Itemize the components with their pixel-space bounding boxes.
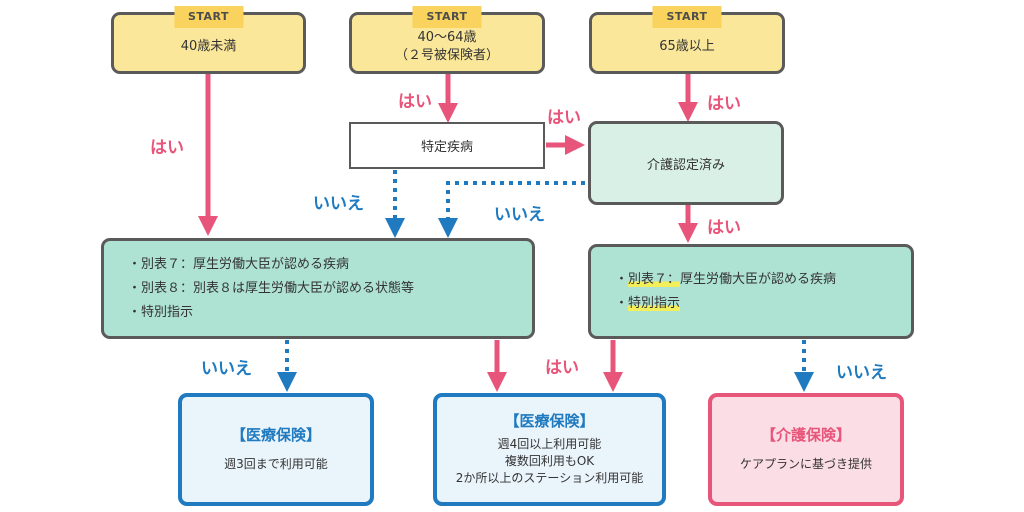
start-tag: START — [412, 6, 482, 28]
medical-insurance-box-b: 【医療保険】 週4回以上利用可能 複数回利用もOK 2か所以上のステーション利用… — [433, 393, 666, 506]
highlight-mark: 特別指示 — [628, 295, 681, 311]
outcome-line: 2か所以上のステーション利用可能 — [455, 470, 644, 485]
yes-label: はい — [545, 358, 579, 378]
over65-label: 65歳以上 — [659, 39, 715, 54]
outcome-line: 複数回利用もOK — [504, 453, 595, 468]
criteria-right-item: ・別表７：厚生労働大臣が認める疾病 — [615, 271, 837, 287]
age40to64-line1: 40～64歳 — [417, 30, 477, 45]
start-tag: START — [173, 6, 244, 28]
start-tag: START — [652, 6, 722, 28]
outcome-line: 週4回以上利用可能 — [497, 436, 602, 451]
age40to64-line2: （２号被保険者） — [394, 48, 499, 63]
care-insurance-title: 【介護保険】 — [760, 425, 851, 444]
medical-insurance-box-a: 【医療保険】 週3回まで利用可能 — [178, 393, 374, 506]
start-40to64-box: START 40～64歳 （２号被保険者） — [349, 6, 545, 74]
specific-disease-box: 特定疾病 — [349, 122, 545, 169]
care-certified-label: 介護認定済み — [646, 157, 725, 173]
yes-label: はい — [707, 218, 741, 238]
arrow-care-no — [438, 181, 585, 238]
criteria-left-item: ・特別指示 — [128, 304, 194, 320]
criteria-left-box: ・別表７：厚生労働大臣が認める疾病 ・別表８：別表８は厚生労働大臣が認める状態等… — [101, 238, 535, 339]
yes-label: はい — [150, 138, 184, 158]
care-insurance-box: 【介護保険】 ケアプランに基づき提供 — [708, 393, 904, 506]
no-label: いいえ — [836, 363, 887, 383]
start-over65-box: START 65歳以上 — [589, 6, 785, 74]
medical-insurance-title: 【医療保険】 — [504, 411, 595, 430]
criteria-right-item: ・特別指示 — [615, 295, 681, 311]
yes-label: はい — [707, 94, 741, 114]
outcome-line: ケアプランに基づき提供 — [739, 456, 872, 471]
criteria-left-item: ・別表８：別表８は厚生労働大臣が認める状態等 — [128, 280, 415, 296]
no-label: いいえ — [313, 194, 364, 214]
no-label: いいえ — [494, 205, 545, 225]
criteria-right-box: ・別表７：厚生労働大臣が認める疾病 ・特別指示 — [588, 244, 914, 339]
no-label: いいえ — [201, 359, 252, 379]
yes-label: はい — [547, 108, 581, 128]
highlight-mark: 別表７： — [628, 271, 681, 287]
criteria-left-item: ・別表７：厚生労働大臣が認める疾病 — [128, 256, 350, 272]
medical-insurance-title: 【医療保険】 — [230, 425, 321, 444]
care-certified-box: 介護認定済み — [588, 121, 784, 205]
outcome-line: 週3回まで利用可能 — [224, 456, 328, 471]
specific-disease-label: 特定疾病 — [420, 140, 473, 155]
yes-label: はい — [398, 92, 432, 112]
under40-label: 40歳未満 — [180, 39, 237, 54]
start-under40-box: START 40歳未満 — [111, 6, 306, 74]
